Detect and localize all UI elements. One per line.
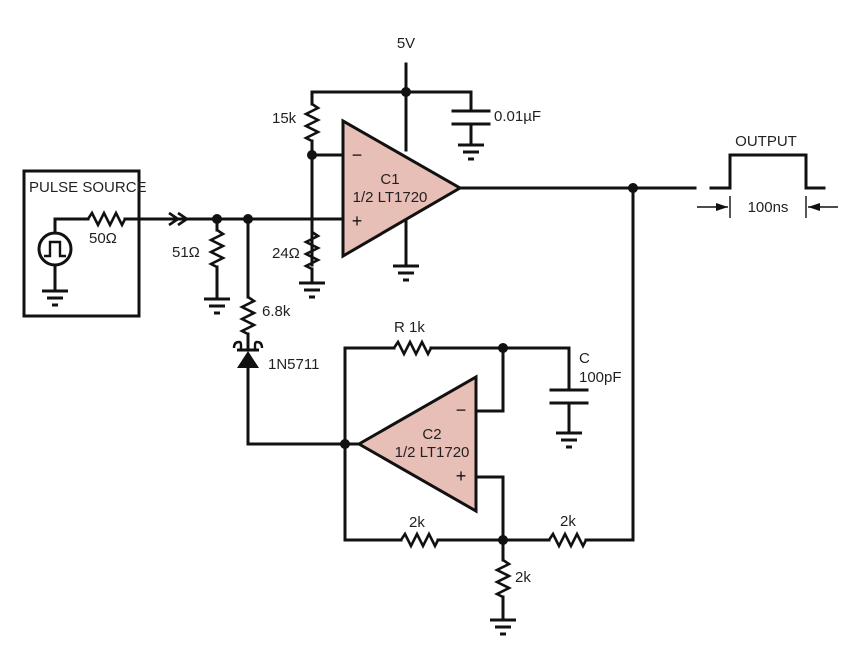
comparator-c2: [355, 374, 478, 514]
resistor-50ohm: [86, 210, 127, 228]
timing-capacitor: [549, 346, 589, 449]
junction-dot: [498, 535, 508, 545]
resistor-24ohm: [303, 230, 321, 271]
resistor-15k: [303, 102, 321, 143]
supply-label: 5V: [397, 35, 415, 52]
resistor-2k-left: [399, 531, 440, 549]
ground-icon: [202, 297, 232, 315]
comparator-c1: [341, 118, 464, 259]
resistor-r-1k: [392, 339, 433, 357]
resistor-2k-bottom: [494, 558, 512, 599]
c1-plus-sign: +: [352, 211, 363, 231]
resistor-r-label: R 1k: [394, 319, 425, 336]
resistor-51ohm: [208, 228, 226, 269]
c1-name: C1: [380, 171, 399, 188]
c2-name: C2: [422, 426, 441, 443]
pulse-source-label: PULSE SOURCE: [29, 179, 147, 196]
pulse-width-label: 100ns: [748, 199, 789, 216]
timing-cap-name: C: [579, 350, 590, 367]
ground-icon: [40, 289, 70, 307]
c2-minus-sign: −: [456, 400, 467, 420]
c1-minus-sign: −: [352, 145, 363, 165]
resistor-50ohm-label: 50Ω: [89, 230, 117, 247]
bypass-cap-label: 0.01µF: [494, 108, 541, 125]
pulse-generator-icon: [37, 231, 73, 267]
resistor-2k-right-label: 2k: [560, 513, 576, 530]
resistor-24ohm-label: 24Ω: [272, 245, 300, 262]
ground-icon: [391, 264, 421, 282]
c2-plus-sign: +: [456, 466, 467, 486]
connector-arrow-icon: [168, 211, 190, 227]
resistor-2k-left-label: 2k: [409, 514, 425, 531]
resistor-6.8k: [239, 295, 257, 336]
diode-label: 1N5711: [268, 356, 319, 373]
c2-part: 1/2 LT1720: [395, 444, 470, 461]
bypass-capacitor: [451, 90, 491, 161]
ground-icon: [297, 281, 327, 299]
schottky-diode-icon: [232, 340, 264, 368]
output-label: OUTPUT: [735, 133, 797, 150]
ground-icon: [554, 431, 584, 449]
resistor-2k-bottom-label: 2k: [515, 569, 531, 586]
resistor-15k-label: 15k: [272, 110, 297, 127]
ground-icon: [456, 143, 486, 161]
c1-part: 1/2 LT1720: [353, 189, 428, 206]
arrow-left-icon: [808, 203, 838, 211]
resistor-6.8k-label: 6.8k: [262, 303, 291, 320]
output-pulse-waveform: [709, 153, 826, 190]
timing-cap-value: 100pF: [579, 369, 622, 386]
arrow-right-icon: [697, 203, 728, 211]
resistor-2k-right: [547, 531, 588, 549]
ground-icon: [488, 618, 518, 636]
pulse-source-box: [22, 169, 141, 318]
junction-dot: [401, 87, 411, 97]
resistor-51ohm-label: 51Ω: [172, 244, 200, 261]
